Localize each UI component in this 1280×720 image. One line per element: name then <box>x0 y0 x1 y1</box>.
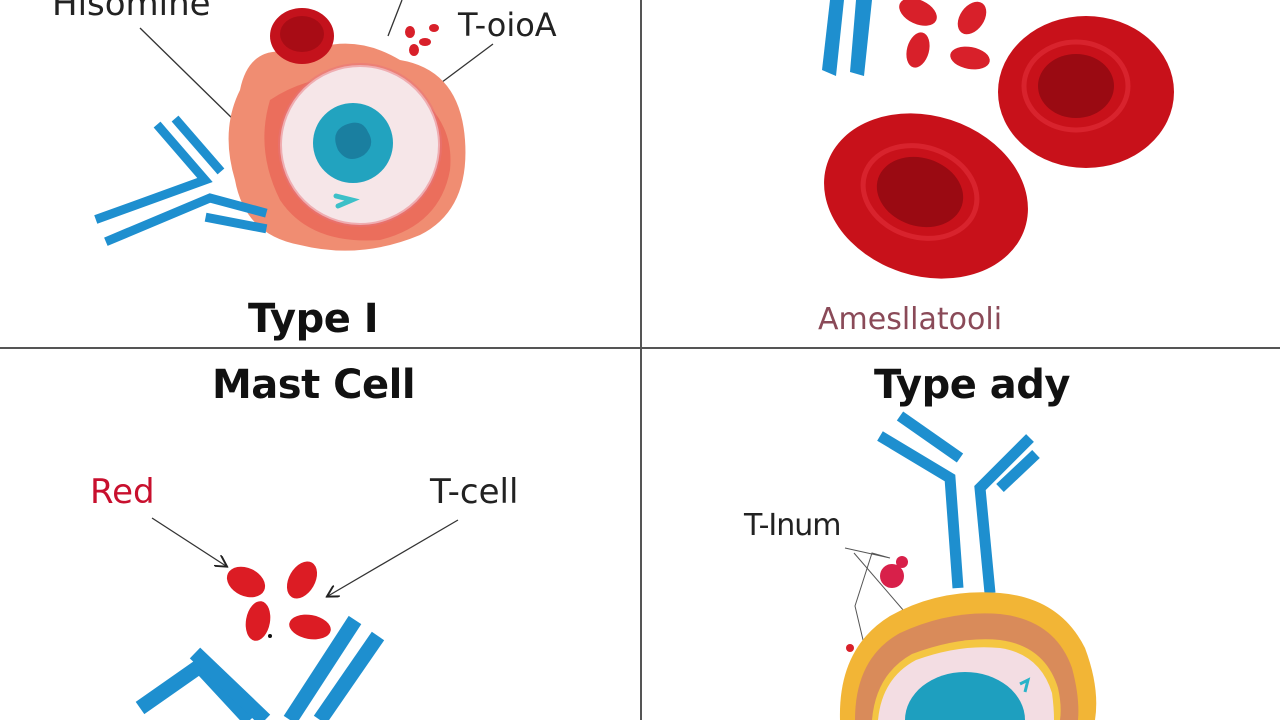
rbc-illustration <box>822 0 1174 279</box>
t-cell-label: T-oioA <box>458 6 557 44</box>
vertical-divider <box>640 0 642 720</box>
histamine-label: Hisomine <box>52 0 211 24</box>
mast-cell-illustration <box>94 0 494 251</box>
t-cell-illustration <box>839 411 1097 720</box>
antigen-antibody-illustration <box>135 517 459 720</box>
rbc-caption: Amesllatooli <box>818 302 1003 337</box>
red-label: Red <box>90 472 155 512</box>
mast-cell-title: Mast Cell <box>212 362 416 408</box>
t-inum-label: T-Inum <box>744 508 841 543</box>
type-ady-title: Type ady <box>874 362 1071 408</box>
t-cell-label-bottom: T-cell <box>430 472 519 512</box>
type-i-title: Type I <box>248 296 379 342</box>
horizontal-divider <box>0 347 1280 349</box>
